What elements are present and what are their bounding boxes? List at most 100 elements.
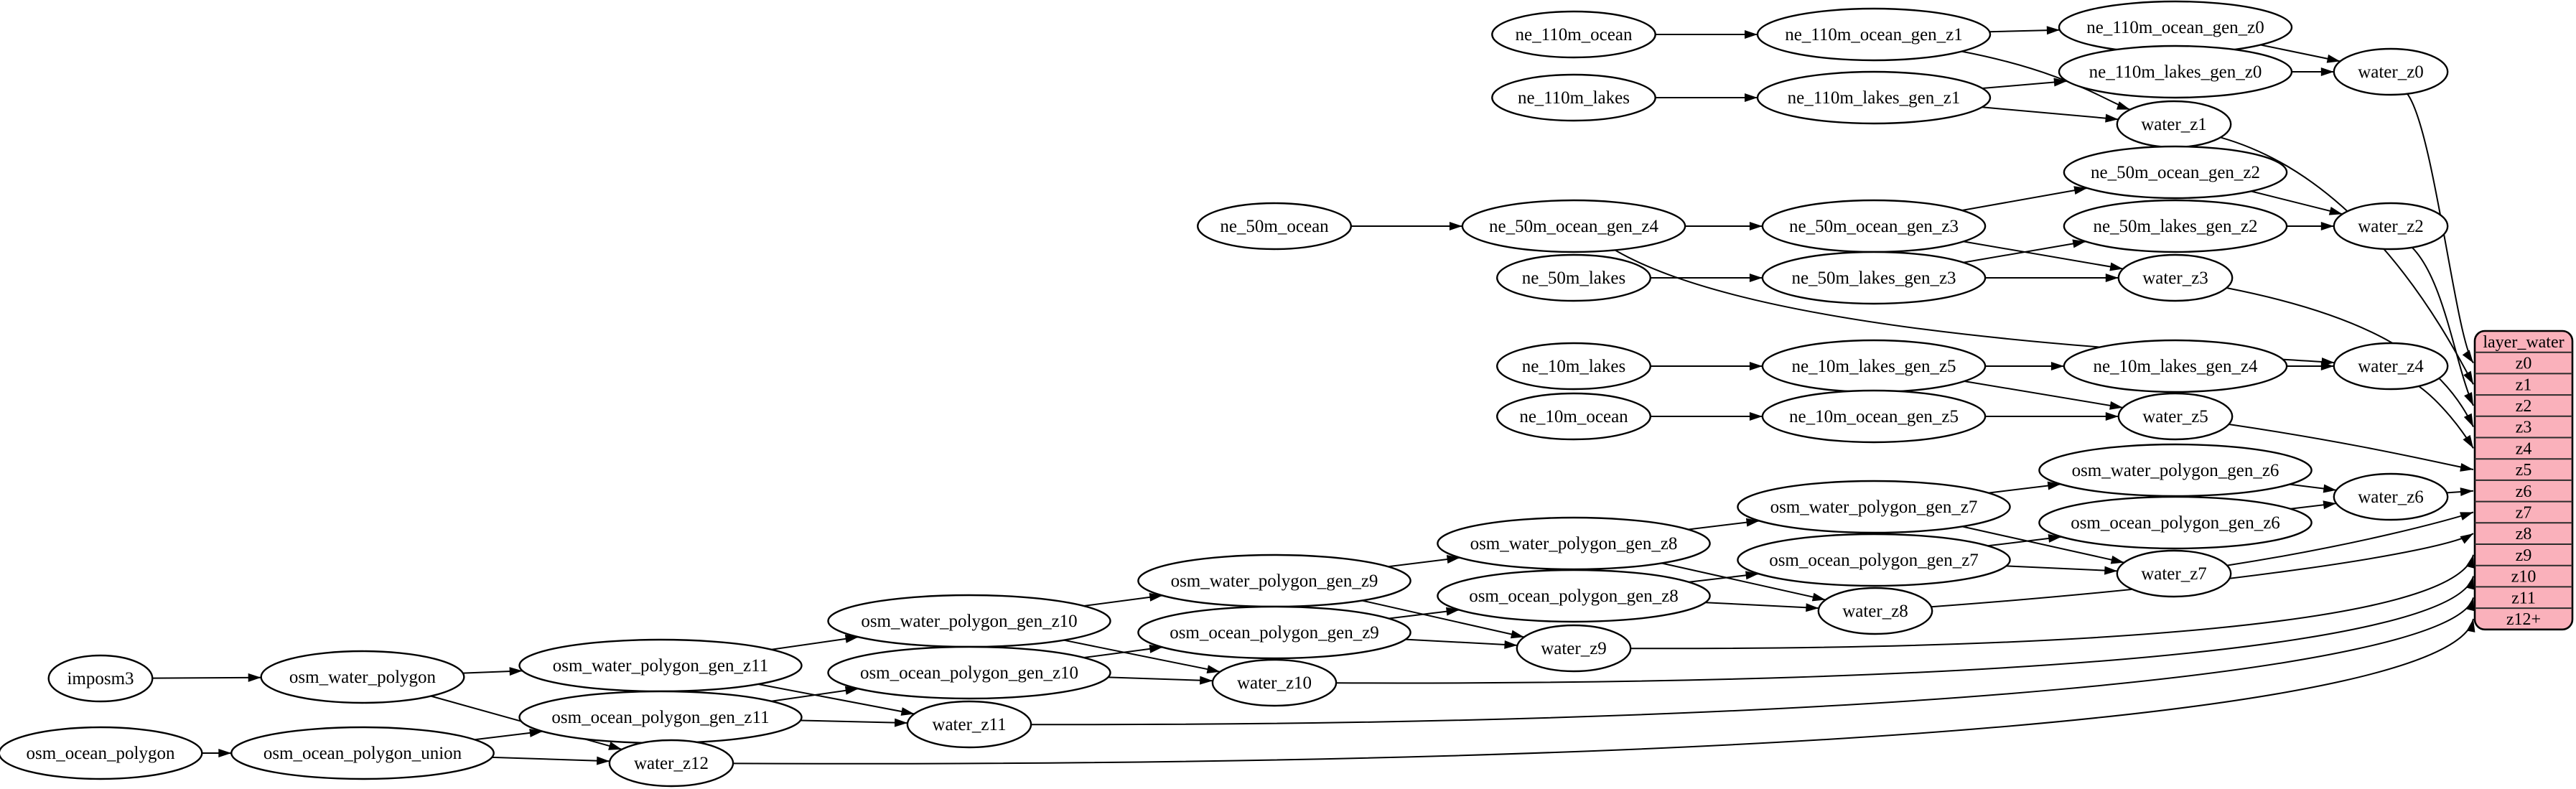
edge-water_z12--layer_water-z12+ [733, 618, 2475, 765]
node-ellipse-osm_ocean_polygon [0, 726, 203, 780]
node-label-osm_water_polygon_gen_z6: osm_water_polygon_gen_z6 [2072, 461, 2279, 480]
edge-water_z7--layer_water-z7 [2226, 511, 2474, 566]
edge-osm_water_polygon_gen_z7--osm_water_polygon_gen_z6 [1988, 481, 2061, 494]
node-label-water_z5: water_z5 [2142, 407, 2208, 426]
node-water_z3: water_z3 [2117, 253, 2234, 302]
edge-ne_50m_ocean_gen_z3--ne_50m_ocean_gen_z2 [1961, 186, 2088, 211]
edge-water_z9--layer_water-z9 [1630, 554, 2475, 650]
node-osm_water_polygon_gen_z7: osm_water_polygon_gen_z7 [1737, 480, 2011, 534]
edge-osm_ocean_polygon_gen_z9--osm_ocean_polygon_gen_z8 [1389, 607, 1460, 620]
node-water_z9: water_z9 [1516, 624, 1632, 673]
node-ellipse-osm_ocean_polygon_gen_z7 [1737, 533, 2011, 587]
node-osm_water_polygon_gen_z11: osm_water_polygon_gen_z11 [518, 638, 803, 693]
node-label-ne_110m_lakes: ne_110m_lakes [1518, 88, 1630, 108]
node-ellipse-water_z4 [2333, 342, 2449, 391]
node-label-water_z3: water_z3 [2142, 269, 2208, 288]
node-label-osm_water_polygon: osm_water_polygon [289, 668, 437, 687]
node-ne_50m_ocean: ne_50m_ocean [1196, 202, 1352, 251]
node-ne_50m_lakes: ne_50m_lakes [1495, 253, 1651, 302]
edge-osm_ocean_polygon_union--water_z12 [492, 756, 610, 765]
node-water_z2: water_z2 [2333, 202, 2449, 251]
node-label-ne_50m_lakes_gen_z2: ne_50m_lakes_gen_z2 [2093, 217, 2257, 236]
edge-osm_ocean_polygon_gen_z11--osm_ocean_polygon_gen_z10 [771, 686, 859, 702]
node-label-ne_110m_lakes_gen_z0: ne_110m_lakes_gen_z0 [2089, 62, 2262, 82]
edge-osm_ocean_polygon_gen_z9--water_z9 [1405, 638, 1518, 649]
node-label-osm_ocean_polygon_gen_z6: osm_ocean_polygon_gen_z6 [2071, 513, 2280, 533]
edge-osm_water_polygon_gen_z10--osm_water_polygon_gen_z9 [1083, 592, 1163, 607]
node-label-water_z2: water_z2 [2358, 217, 2424, 236]
node-label-osm_ocean_polygon_gen_z10: osm_ocean_polygon_gen_z10 [860, 663, 1078, 683]
edge-ne_10m_lakes_gen_z5--water_z5 [1964, 381, 2123, 410]
node-ne_110m_ocean_gen_z1: ne_110m_ocean_gen_z1 [1756, 7, 1992, 62]
edge-water_z11--layer_water-z11 [1031, 597, 2475, 726]
node-ellipse-ne_10m_lakes [1495, 342, 1651, 391]
node-osm_ocean_polygon_gen_z10: osm_ocean_polygon_gen_z10 [827, 645, 1111, 700]
edge-water_z10--layer_water-z10 [1336, 576, 2475, 684]
node-ellipse-ne_50m_lakes_gen_z3 [1761, 251, 1987, 305]
node-label-water_z1: water_z1 [2141, 115, 2207, 134]
table-row-z6: z6 [2516, 482, 2532, 501]
node-ne_110m_lakes: ne_110m_lakes [1491, 73, 1656, 122]
node-ne_50m_lakes_gen_z2: ne_50m_lakes_gen_z2 [2063, 199, 2288, 253]
node-ellipse-water_z2 [2333, 202, 2449, 251]
nodes: imposm3osm_ocean_polygonosm_water_polygo… [0, 0, 2449, 788]
node-label-ne_10m_ocean: ne_10m_ocean [1519, 407, 1628, 426]
node-water_z6: water_z6 [2333, 472, 2449, 521]
edge-osm_water_polygon_gen_z11--osm_water_polygon_gen_z10 [771, 634, 859, 650]
node-osm_ocean_polygon_gen_z11: osm_ocean_polygon_gen_z11 [518, 690, 803, 744]
node-label-water_z6: water_z6 [2358, 487, 2424, 507]
node-ellipse-imposm3 [47, 654, 154, 703]
node-ne_50m_ocean_gen_z2: ne_50m_ocean_gen_z2 [2063, 145, 2288, 200]
edges [152, 26, 2475, 765]
node-ellipse-water_z7 [2116, 549, 2232, 598]
edge-osm_ocean_polygon_gen_z10--water_z10 [1108, 676, 1213, 685]
node-label-ne_50m_lakes: ne_50m_lakes [1522, 269, 1625, 288]
node-label-ne_10m_lakes: ne_10m_lakes [1522, 357, 1625, 376]
node-ellipse-water_z6 [2333, 472, 2449, 521]
node-ellipse-water_z10 [1211, 658, 1338, 707]
node-label-osm_water_polygon_gen_z9: osm_water_polygon_gen_z9 [1171, 571, 1378, 591]
node-osm_ocean_polygon_gen_z9: osm_ocean_polygon_gen_z9 [1137, 605, 1411, 660]
node-ne_110m_ocean: ne_110m_ocean [1491, 10, 1656, 59]
node-ellipse-water_z9 [1516, 624, 1632, 673]
node-ellipse-ne_50m_ocean_gen_z4 [1461, 199, 1686, 253]
node-water_z7: water_z7 [2116, 549, 2232, 598]
node-ellipse-ne_110m_ocean_gen_z1 [1756, 7, 1992, 62]
edge-ne_110m_lakes_gen_z1--ne_110m_lakes_gen_z0 [1982, 78, 2067, 89]
node-label-ne_50m_ocean_gen_z4: ne_50m_ocean_gen_z4 [1489, 217, 1659, 236]
node-ne_10m_lakes_gen_z5: ne_10m_lakes_gen_z5 [1761, 339, 1987, 393]
edge-osm_water_polygon_gen_z8--osm_water_polygon_gen_z7 [1688, 518, 1760, 531]
edge-ne_110m_ocean_gen_z1--ne_110m_ocean_gen_z0 [1989, 26, 2060, 35]
node-label-water_z10: water_z10 [1237, 673, 1312, 693]
node-ellipse-ne_10m_ocean [1495, 392, 1651, 441]
node-label-ne_110m_ocean_gen_z1: ne_110m_ocean_gen_z1 [1785, 25, 1963, 45]
edge-ne_50m_ocean_gen_z2--water_z2 [2251, 190, 2343, 215]
node-label-osm_water_polygon_gen_z11: osm_water_polygon_gen_z11 [553, 656, 768, 676]
node-label-ne_110m_lakes_gen_z1: ne_110m_lakes_gen_z1 [1788, 88, 1961, 108]
node-water_z0: water_z0 [2333, 47, 2449, 96]
node-ellipse-ne_50m_lakes_gen_z2 [2063, 199, 2288, 253]
node-water_z1: water_z1 [2116, 100, 2232, 149]
edge-osm_ocean_polygon_gen_z7--water_z7 [2006, 565, 2118, 575]
node-ellipse-osm_ocean_polygon_gen_z8 [1437, 569, 1711, 623]
edge-osm_ocean_polygon_gen_z8--water_z8 [1705, 602, 1819, 612]
node-label-water_z8: water_z8 [1842, 602, 1908, 621]
table-row-z12+: z12+ [2506, 610, 2541, 629]
node-ellipse-osm_water_polygon_gen_z7 [1737, 480, 2011, 534]
node-ne_10m_lakes_gen_z4: ne_10m_lakes_gen_z4 [2063, 339, 2288, 393]
node-osm_water_polygon_gen_z8: osm_water_polygon_gen_z8 [1437, 516, 1711, 571]
node-label-osm_water_polygon_gen_z7: osm_water_polygon_gen_z7 [1770, 498, 1978, 517]
node-ne_10m_lakes: ne_10m_lakes [1495, 342, 1651, 391]
edge-water_z4--layer_water-z4 [2418, 386, 2474, 449]
node-label-water_z7: water_z7 [2141, 564, 2207, 584]
node-ellipse-ne_10m_lakes_gen_z4 [2063, 339, 2288, 393]
edge-osm_ocean_polygon_union--osm_ocean_polygon_gen_z11 [474, 728, 543, 741]
edge-osm_water_polygon_gen_z9--water_z9 [1361, 599, 1525, 639]
node-ellipse-water_z0 [2333, 47, 2449, 96]
node-ellipse-ne_10m_ocean_gen_z5 [1761, 389, 1987, 444]
table-row-z2: z2 [2516, 397, 2532, 416]
table-row-z3: z3 [2516, 419, 2532, 437]
edge-osm_ocean_polygon_gen_z7--osm_ocean_polygon_gen_z6 [1987, 533, 2062, 547]
